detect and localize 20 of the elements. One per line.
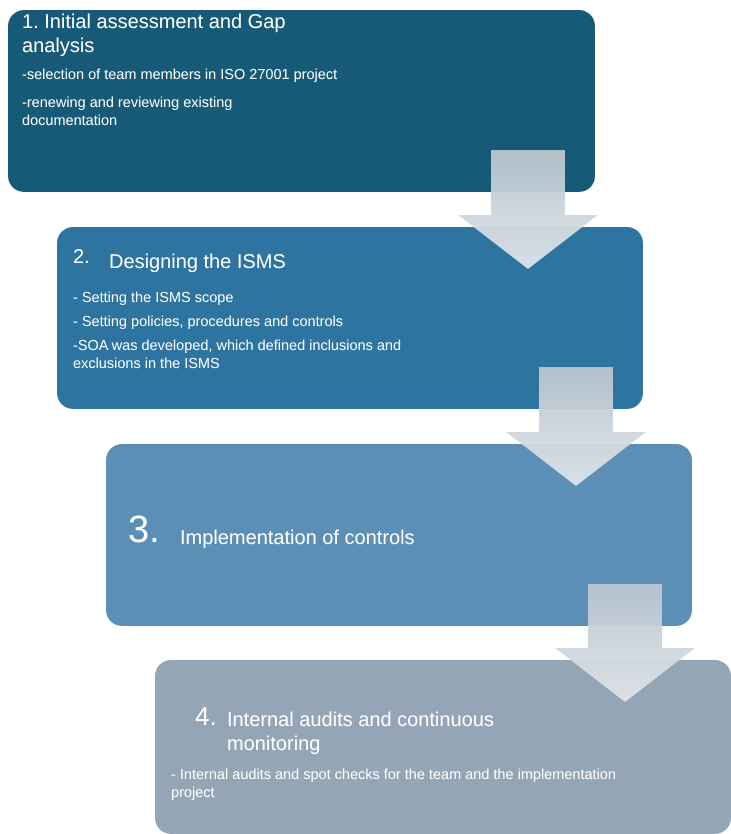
block-arrow: [458, 150, 598, 269]
block-arrow: [506, 367, 646, 486]
step-description: -renewing and reviewing existing documentation: [22, 94, 234, 130]
step-number: 4.: [195, 704, 218, 728]
step-description: - Setting the ISMS scope: [73, 289, 234, 307]
block-arrow: [555, 584, 695, 702]
step-description: -SOA was developed, which defined inclusions and exclusions in the ISMS: [73, 337, 402, 373]
step-description: -selection of team members in ISO 27001 project: [22, 66, 338, 84]
step-box: [106, 444, 692, 626]
step-heading: Implementation of controls: [180, 526, 416, 550]
step-heading: Designing the ISMS: [109, 250, 287, 274]
step-box: [8, 10, 595, 192]
step-description: - Setting policies, procedures and controls: [73, 313, 344, 331]
step-heading: 1. Initial assessment and Gap analysis: [22, 10, 286, 58]
step-box: [155, 660, 731, 834]
step-description: - Internal audits and spot checks for the team and the implementation project: [171, 766, 617, 802]
step-heading: Internal audits and continuous monitoring: [227, 708, 495, 756]
step-box: [57, 227, 643, 409]
step-number: 2.: [73, 245, 91, 269]
step-number: 3.: [128, 510, 161, 550]
